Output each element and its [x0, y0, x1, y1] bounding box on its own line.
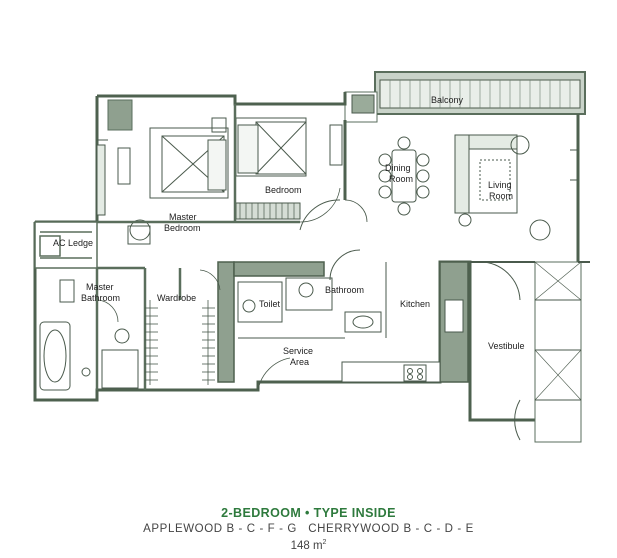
master-bedroom-furniture [96, 99, 229, 245]
balcony-label: Balcony [431, 95, 464, 105]
vestibule-structure [470, 149, 590, 443]
kitchen-label: Kitchen [400, 299, 431, 309]
vestibule-label: Vestibule [488, 341, 525, 351]
service-area-label-line1: Service [283, 346, 314, 356]
bathroom-label: Bathroom [325, 285, 365, 295]
toilet-label: Toilet [259, 299, 281, 309]
service-area-label-line2: Area [290, 357, 310, 367]
dining-room-label-line2: Room [389, 174, 414, 184]
living-room-label-line1: Living [488, 180, 512, 190]
master-bathroom-label-line1: Master [86, 282, 114, 292]
bedroom-label: Bedroom [265, 185, 302, 195]
plan-subtitle: APPLEWOOD B - C - F - G CHERRYWOOD B - C… [143, 523, 474, 535]
ac-ledge-structure [34, 221, 98, 269]
plan-title: 2-BEDROOM • TYPE INSIDE [221, 506, 396, 520]
area-unit-superscript: 2 [322, 539, 327, 546]
kitchen-counter [341, 261, 469, 383]
area-value: 148 m [290, 539, 323, 552]
door-swings [97, 187, 368, 391]
living-room-label-line2: Room [489, 191, 514, 201]
dining-room-label-line1: Dining [385, 163, 411, 173]
master-bedroom-label-line2: Bedroom [164, 223, 201, 233]
master-bathroom-label-line2: Bathroom [81, 293, 121, 303]
floor-plan [33, 71, 590, 443]
ac-ledge-label: AC Ledge [53, 238, 94, 248]
balcony-structure [344, 71, 586, 123]
bedroom-furniture [235, 117, 343, 231]
wardrobe-racks [145, 300, 215, 385]
toilet-bathroom-core [217, 249, 387, 383]
plan-area: 148 m2 [0, 539, 617, 552]
dining-table [378, 136, 430, 216]
master-bathroom-fixtures [39, 279, 139, 391]
wardrobe-label: Wardrobe [157, 293, 197, 303]
master-bedroom-label-line1: Master [169, 212, 197, 222]
living-sofa [454, 134, 551, 241]
inner-walls [95, 104, 300, 390]
